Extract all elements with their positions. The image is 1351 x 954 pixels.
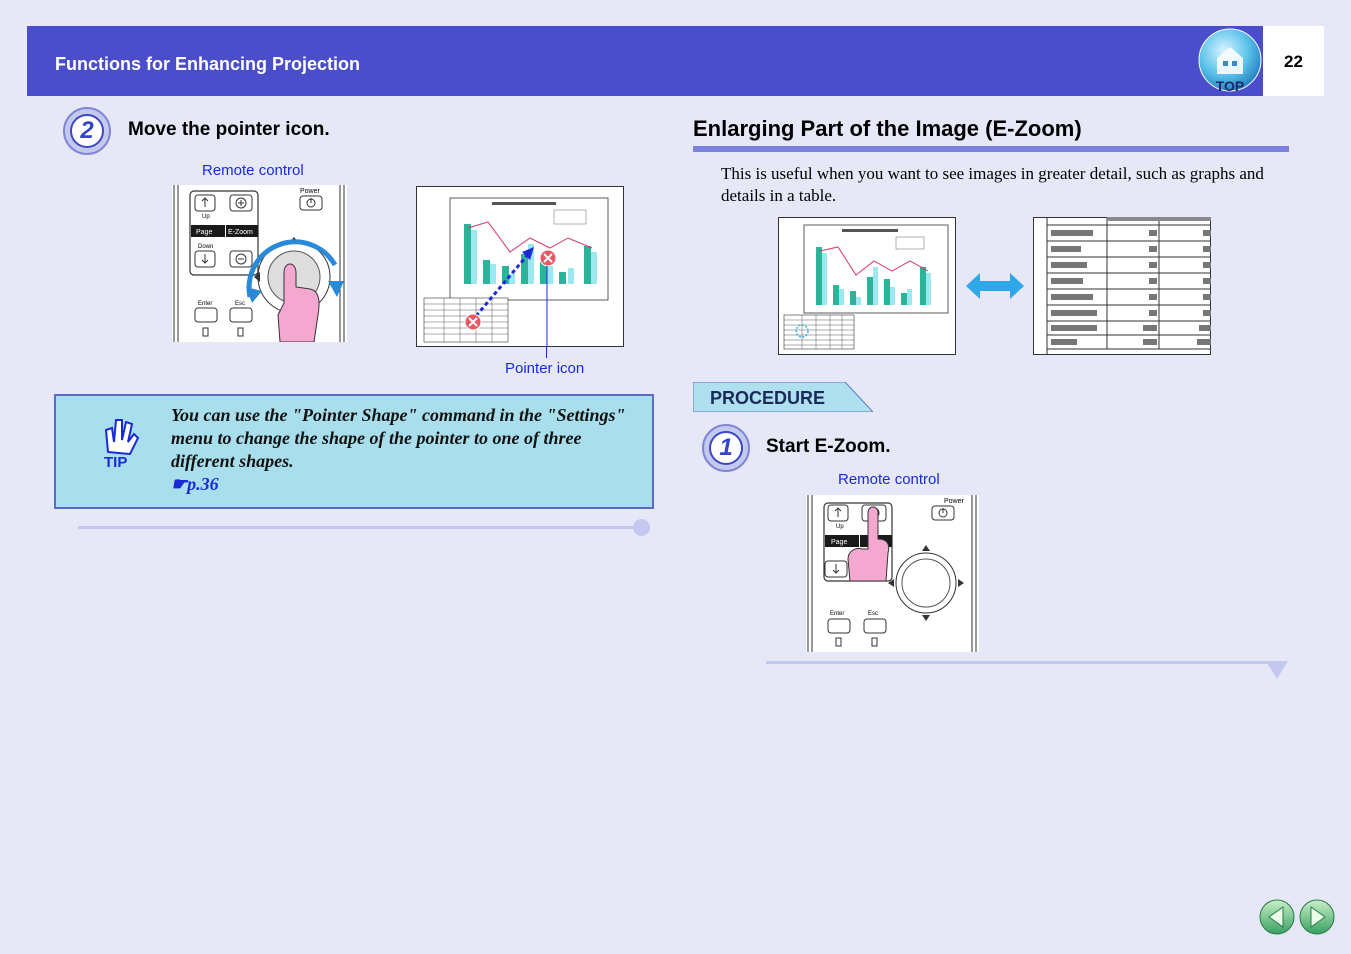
- remote-ezoom-text: E-Zoom: [228, 229, 253, 236]
- remote-control-illustration: Up Page E-Zoom Down Power Enter Esc: [172, 185, 347, 342]
- tip-text: You can use the "Pointer Shape" command …: [171, 404, 641, 496]
- zoomed-image-illustration: [1033, 217, 1211, 355]
- projected-screen-illustration: [416, 186, 624, 347]
- pointing-hand-icon: ☛: [171, 474, 188, 494]
- page-number: 22: [1284, 52, 1303, 71]
- remote-control-ezoom-illustration: Up Page Power Enter Esc: [806, 495, 979, 652]
- remote-up-text: Up: [202, 214, 210, 220]
- remote-page-text: Page: [196, 229, 212, 236]
- remote-down-text: Down: [198, 244, 213, 250]
- page-number-box: 22: [1263, 26, 1324, 96]
- procedure-label: PROCEDURE: [710, 388, 826, 408]
- header-title: Functions for Enhancing Projection: [55, 54, 361, 74]
- remote2-power-text: Power: [944, 498, 965, 505]
- top-button[interactable]: TOP: [1197, 28, 1263, 94]
- left-divider: [78, 526, 638, 529]
- step-1-number: 1: [709, 431, 743, 465]
- step-1-badge: 1: [702, 424, 750, 472]
- step-2-remote-label: Remote control: [202, 162, 304, 179]
- remote2-page-text: Page: [831, 539, 847, 546]
- remote2-esc-text: Esc: [868, 611, 878, 617]
- top-label: TOP: [1215, 78, 1245, 94]
- step-2-badge: 2: [63, 107, 111, 155]
- tip-hand-icon: [104, 419, 140, 456]
- procedure-tab-shape: [693, 382, 873, 412]
- section-heading: Enlarging Part of the Image (E-Zoom): [693, 116, 1082, 141]
- tip-body: You can use the "Pointer Shape" command …: [171, 405, 626, 471]
- tip-link-text: p.36: [187, 474, 219, 494]
- remote-esc-text: Esc: [235, 301, 245, 307]
- remote2-up-text: Up: [836, 524, 844, 530]
- step-1-remote-label: Remote control: [838, 471, 940, 488]
- tip-page-link[interactable]: ☛p.36: [171, 474, 219, 494]
- pointer-icon-label: Pointer icon: [505, 360, 585, 377]
- step-2-number: 2: [70, 114, 104, 148]
- step-1-title: Start E-Zoom.: [766, 436, 891, 457]
- remote-enter-text: Enter: [198, 301, 212, 307]
- step-2-title: Move the pointer icon.: [128, 119, 330, 140]
- page-header: Functions for Enhancing Projection TOP 2…: [27, 26, 1324, 96]
- right-divider: [766, 661, 1282, 664]
- home-icon: [1198, 28, 1262, 92]
- section-rule: [693, 146, 1289, 152]
- next-page-arrow-icon[interactable]: [1299, 899, 1335, 935]
- left-divider-end-dot: [633, 519, 650, 536]
- double-arrow-icon: [966, 273, 1024, 299]
- remote-power-text: Power: [300, 188, 321, 195]
- tip-label: TIP: [104, 454, 128, 471]
- pointer-callout-line: [546, 346, 547, 358]
- remote2-enter-text: Enter: [830, 611, 844, 617]
- procedure-tab: PROCEDURE: [693, 382, 873, 412]
- previous-page-arrow-icon[interactable]: [1259, 899, 1295, 935]
- tip-box: TIP You can use the "Pointer Shape" comm…: [54, 394, 654, 509]
- section-body: This is useful when you want to see imag…: [721, 164, 1264, 205]
- full-image-illustration: [778, 217, 956, 355]
- continue-arrow-icon: [1266, 661, 1288, 679]
